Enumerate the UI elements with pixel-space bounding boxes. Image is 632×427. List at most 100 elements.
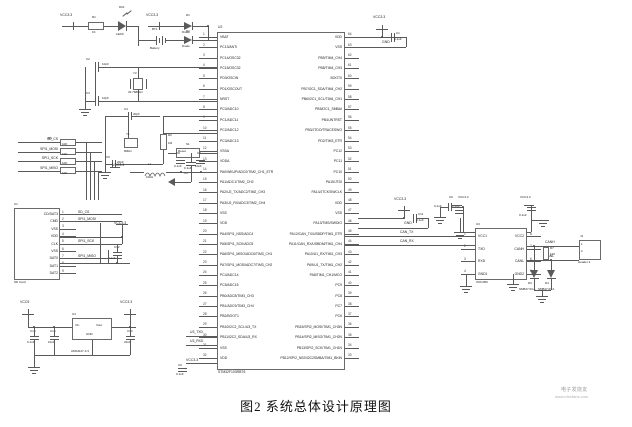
watermark-url: www.elecfans.com	[555, 394, 589, 399]
wire-y1-osc-out	[163, 133, 217, 134]
led0-arrow2	[126, 10, 132, 15]
wire-ana-b	[166, 172, 217, 173]
junction-sd-2	[116, 262, 118, 264]
vcc33-label-mculow: VCC3.3	[186, 358, 199, 362]
c7-ref: C7	[197, 151, 201, 155]
mcu-pin-number: 13	[203, 156, 207, 161]
l1-symbol	[144, 167, 166, 185]
pullup-wire-down	[98, 170, 99, 200]
pullup-net-label: SPI1_MOSI	[40, 146, 58, 151]
wire-y2-e	[138, 89, 139, 101]
wire-y1-oscout-v	[163, 116, 164, 133]
sd-pin-wire	[60, 236, 76, 238]
sd-net-wire	[76, 258, 122, 260]
s1-body[interactable]	[176, 148, 200, 158]
sdcard-body	[14, 208, 60, 280]
mcu-pin-wire	[199, 326, 217, 328]
mcu-pin-number: 60	[348, 73, 352, 78]
mcu-pin-label: PC8	[335, 293, 342, 298]
mcu-pin-number: 24	[203, 270, 207, 275]
mcu-pin-label: PB5/I2C1_SMBAI	[315, 107, 342, 112]
led0-symbol	[118, 21, 126, 31]
wire-canh	[527, 246, 579, 247]
mcu-pin-number: 62	[348, 53, 352, 58]
mcu-pin-label: PA14/JTCK/SWCLK	[311, 190, 342, 195]
mcu-pin-label: PA15/JTDI	[325, 179, 342, 184]
wire-canout-e	[527, 232, 531, 233]
wire-c11-b	[404, 210, 405, 218]
mcu-pin-number: 19	[203, 218, 207, 223]
mcu-pin-label: PC15/OSC32	[220, 66, 241, 71]
mcu-pin-wire	[345, 99, 359, 101]
junction-reg-3	[129, 326, 131, 328]
c4-ref: C4	[124, 107, 128, 111]
mcu-pin-wire	[199, 109, 217, 111]
c6-value: 0.1uF	[184, 166, 192, 170]
mcu-pin-label: PC7	[335, 304, 342, 309]
wire-rst-d	[191, 166, 192, 182]
c3-ref: C3	[86, 91, 90, 95]
l1-svg	[144, 172, 166, 178]
mcu-pin-label: PB2/BOOT1	[220, 314, 239, 319]
figure-caption: 图2 系统总体设计原理图	[240, 399, 392, 414]
wire-c1-d	[406, 37, 407, 47]
mcu-pin-wire	[345, 295, 359, 297]
pullup-wire-left	[18, 170, 60, 172]
mcu-pin-wire	[345, 181, 359, 183]
wire-led-b	[104, 26, 118, 27]
sd-net-wire	[76, 214, 122, 215]
vcc33-label-led: VCC3.3	[60, 13, 73, 17]
wire-batt-f	[170, 40, 184, 41]
mcu-pin-number: 41	[348, 270, 352, 275]
wire-c1-c	[395, 37, 407, 38]
wire-c9-d	[463, 232, 475, 233]
mcu-pin-wire	[199, 119, 217, 121]
vcc33-label-c11: VCC3.3	[394, 197, 407, 201]
c7-value: 10uF	[195, 164, 202, 168]
c11b-value: 0.1uF	[452, 204, 460, 208]
sd-pin-label: VDD	[50, 234, 58, 239]
vcc33-label-sd: VCC3.3	[114, 221, 127, 225]
mcu-pin-wire	[345, 264, 359, 266]
mcu-pin-number: 15	[203, 177, 207, 182]
j1-pin2: 2	[581, 249, 583, 253]
sd-pin-wire	[60, 265, 76, 267]
mcu-pin-number: 3	[203, 53, 205, 58]
mcu-pin-number: 31	[203, 343, 207, 347]
can-pin-label: VCC2	[514, 234, 524, 238]
can-pin-label: VCC1	[478, 234, 488, 238]
bt1-part: Battery	[150, 46, 160, 50]
junction-c11	[403, 217, 405, 219]
mcu-pin-wire	[345, 233, 359, 235]
watermark-brand: 电子发烧友	[561, 387, 588, 393]
j1-ref: J1	[580, 234, 584, 238]
mcu-pin-wire	[345, 223, 359, 225]
mcu-pin-label: PA6/SPI1_MISO/ADC6/TIM3_CH1	[220, 252, 273, 257]
sd-pin-number: 9	[62, 268, 64, 273]
mcu-pin-wire	[199, 306, 217, 308]
wire-rst-c	[191, 153, 192, 162]
can-pin-number: 2	[464, 244, 466, 249]
wire-reg-in	[28, 327, 72, 328]
mcu-pin-number: 32	[203, 353, 207, 358]
wire-c11-a	[358, 218, 404, 219]
mcu-ref: U2	[218, 25, 223, 29]
mcu-pin-label: PB13/SPI2_SCK/TIM1_CH1N	[296, 345, 342, 350]
wire-reg-in-v	[28, 314, 29, 327]
mcu-pin-label: PD1/OSCOUT	[220, 86, 243, 91]
c3-value: 10pF	[102, 96, 109, 100]
sd-pin-wire	[60, 258, 76, 260]
can-pin-label: TXD	[478, 246, 485, 251]
wire-can-gnd1h	[466, 274, 475, 275]
l1-value: 10uH	[146, 175, 154, 179]
mcu-pin-label: PC3/ADC13	[220, 138, 239, 143]
mcu-pin-wire	[199, 337, 217, 339]
pullup-wire-right	[76, 161, 102, 162]
c5-value: 20pF	[117, 160, 124, 164]
sdcard-part: SD Card	[14, 280, 26, 284]
mcu-pin-label: VSSA	[220, 148, 230, 153]
j1-body[interactable]	[579, 240, 601, 260]
mcu-pin-number: 20	[203, 229, 207, 234]
can-tx-label: CAN_TX	[400, 230, 414, 234]
